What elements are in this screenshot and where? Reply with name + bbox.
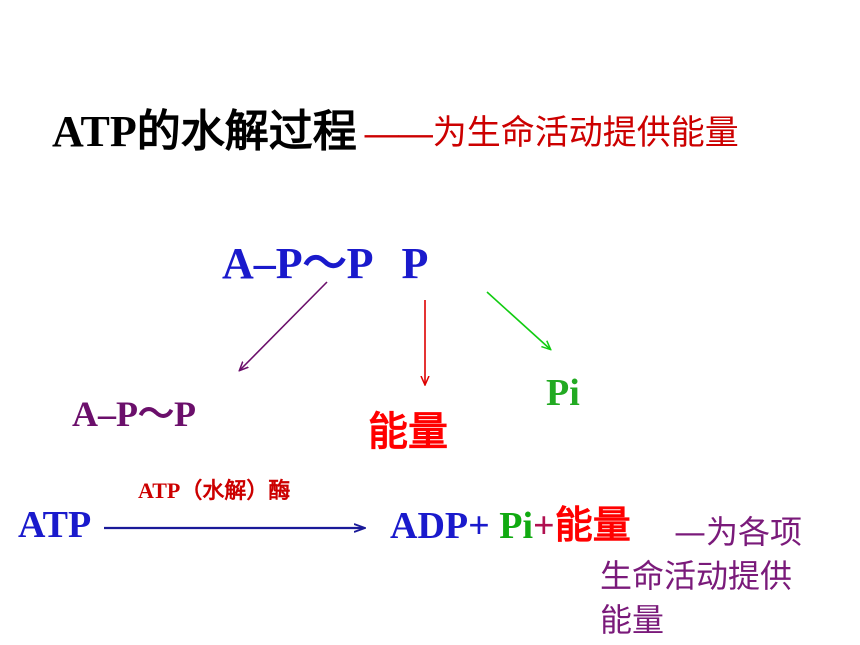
- energy-product: 能量: [368, 409, 448, 455]
- note-text: —为各项 生命活动提供 能量: [600, 510, 840, 642]
- adp-product: A–P～P: [72, 394, 196, 434]
- equation-energy: 能量: [554, 503, 631, 547]
- equation-plus: +: [533, 505, 555, 547]
- equation-pi: Pi: [499, 505, 534, 547]
- enzyme-label: ATP（水解）酶: [138, 478, 291, 503]
- page-title: ATP的水解过程——为生命活动提供能量: [52, 110, 739, 154]
- title-main: ATP的水解过程: [52, 107, 357, 156]
- equation-reactant: ATP: [18, 504, 92, 546]
- title-subtitle: ——为生命活动提供能量: [365, 115, 739, 152]
- note-line-1: —为各项: [674, 513, 803, 551]
- atp-structure-left: A–P～P: [222, 239, 374, 288]
- atp-structure-right: P: [401, 239, 429, 288]
- title-subtitle-text: 为生命活动提供能量: [432, 115, 739, 152]
- note-line-3: 能量: [600, 601, 665, 639]
- pi-product: Pi: [546, 372, 580, 414]
- equation-products: ADP+ Pi+能量: [390, 506, 631, 545]
- equation-adp: ADP+: [390, 505, 490, 547]
- note-line-2: 生命活动提供: [600, 557, 793, 595]
- arrow-to-pi: [486, 291, 550, 349]
- atp-structure: A–P～P P: [222, 242, 428, 286]
- arrow-to-adp: [240, 281, 328, 370]
- title-dash: ——: [364, 115, 433, 152]
